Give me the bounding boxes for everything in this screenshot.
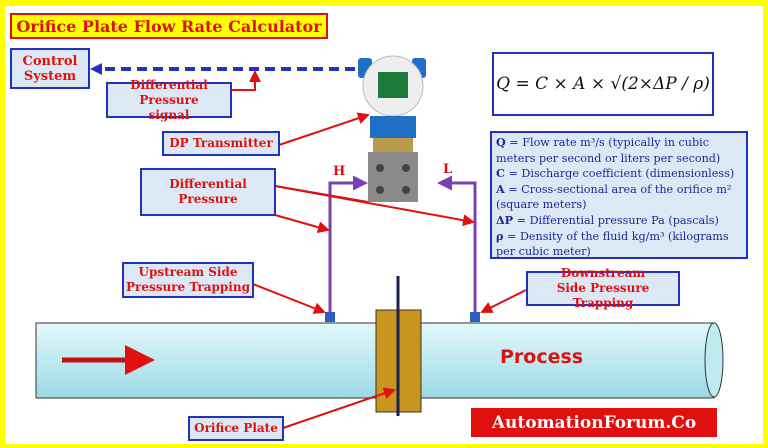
downstream-tap — [470, 312, 480, 322]
dp-transmitter-label: DP Transmitter — [162, 131, 280, 156]
dp-transmitter-image — [358, 55, 426, 202]
definition-q: Q = Flow rate m³/s (typically in cubic m… — [496, 135, 742, 166]
control-system-label: Control System — [10, 48, 90, 89]
dp-signal-pointer — [231, 70, 261, 91]
flow-formula: Q = C × A × √(2×ΔP / ρ) — [492, 52, 714, 116]
orifice-plate-label: Orifice Plate — [188, 416, 284, 441]
downstream-label: Downstream Side Pressure Trapping — [526, 266, 680, 310]
low-side-label: L — [443, 162, 453, 177]
definition-rho: ρ = Density of the fluid kg/m³ (kilogram… — [496, 229, 742, 260]
brand-banner: AutomationForum.Co — [471, 408, 717, 437]
dp-signal-label: Differential Pressure signal — [106, 78, 232, 122]
symbol: A — [496, 181, 505, 196]
symbol: Q — [496, 135, 506, 149]
definition-dp: ΔP = Differential pressure Pa (pascals) — [496, 213, 742, 229]
upstream-label: Upstream Side Pressure Trapping — [122, 262, 254, 298]
downstream-pointer — [480, 289, 527, 313]
upstream-tap — [325, 312, 335, 322]
definitions-box: Q = Flow rate m³/s (typically in cubic m… — [490, 131, 748, 259]
dp-pointer-cross — [274, 185, 475, 227]
definition-a: A = Cross-sectional area of the orifice … — [496, 182, 742, 213]
definition-text: = Cross-sectional area of the orifice m²… — [496, 182, 732, 212]
definition-text: = Discharge coefficient (dimensionless) — [504, 167, 735, 181]
high-impulse-line — [328, 175, 368, 316]
pipe-end — [704, 322, 724, 398]
page-title: Orifice Plate Flow Rate Calculator — [10, 13, 328, 39]
upstream-pointer — [252, 283, 326, 314]
definition-text: = Density of the fluid kg/m³ (kilograms … — [496, 229, 729, 259]
low-impulse-line — [437, 175, 477, 316]
dp-pointer-low — [274, 214, 330, 234]
differential-pressure-label: Differential Pressure — [140, 168, 276, 216]
transmitter-pointer — [278, 112, 370, 146]
definition-text: = Flow rate m³/s (typically in cubic met… — [496, 136, 721, 165]
process-label: Process — [500, 346, 584, 368]
symbol: C — [496, 166, 505, 181]
symbol: ΔP — [496, 212, 514, 227]
symbol: ρ — [496, 228, 504, 243]
definition-text: = Differential pressure Pa (pascals) — [513, 213, 719, 227]
definition-c: C = Discharge coefficient (dimensionless… — [496, 166, 742, 182]
high-side-label: H — [333, 164, 346, 179]
orifice-pointer — [282, 387, 396, 429]
